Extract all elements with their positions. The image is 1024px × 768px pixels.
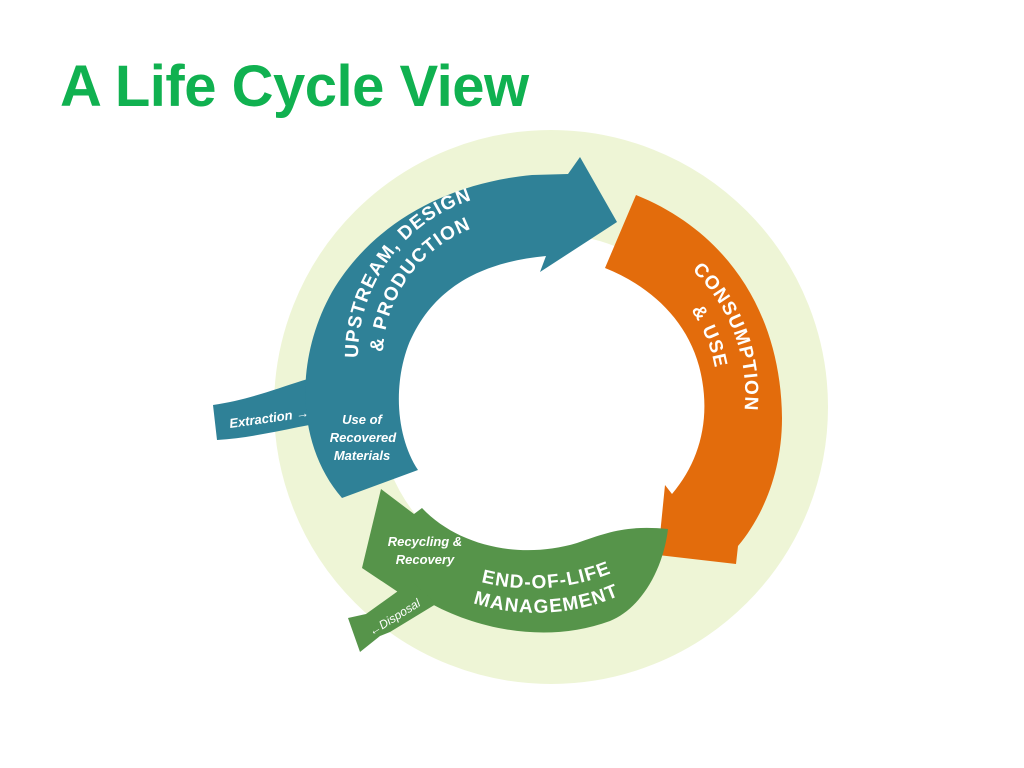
use-of-recovered-line3: Materials bbox=[334, 448, 390, 463]
consumption-use-arrow bbox=[605, 195, 782, 564]
recycling-recovery-line1: Recycling & bbox=[388, 534, 462, 549]
disposal-arrow bbox=[348, 581, 436, 652]
use-of-recovered-line2: Recovered bbox=[330, 430, 398, 445]
end-of-life-management-arrow bbox=[362, 489, 668, 633]
use-of-recovered-line1: Use of bbox=[342, 412, 383, 427]
upstream-design-production-arrow bbox=[305, 157, 617, 498]
recycling-recovery-line2: Recovery bbox=[396, 552, 455, 567]
slide-title: A Life Cycle View bbox=[60, 54, 529, 119]
